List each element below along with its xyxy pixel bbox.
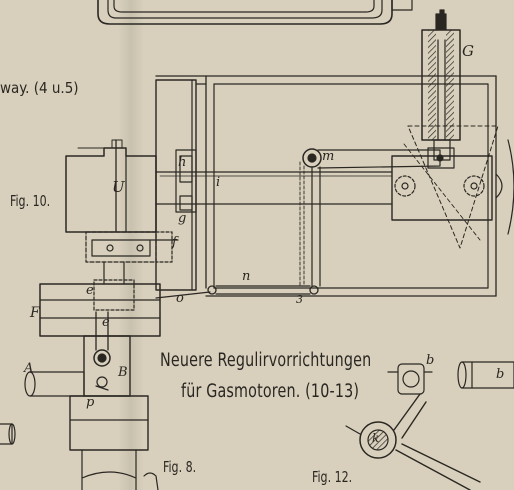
part-label-k: k — [372, 431, 380, 445]
part-label-U: U — [112, 178, 125, 196]
part-label-o: o — [176, 291, 184, 306]
part-label-3: 3 — [296, 293, 303, 306]
figure-label-8: Fig. 8. — [163, 458, 197, 476]
part-label-A: A — [24, 361, 34, 376]
part-label-i: i — [216, 175, 221, 190]
figure-label-12: Fig. 12. — [312, 468, 353, 486]
fragment-top-left: way. (4 u.5) — [0, 79, 79, 97]
part-label-f: f — [172, 235, 177, 250]
part-label-e-lower: e — [102, 315, 110, 330]
diagram-title-line1: Neuere Regulirvorrichtungen — [160, 350, 372, 371]
part-label-G: G — [462, 42, 474, 60]
part-label-F: F — [30, 305, 40, 321]
diagram-title-line2: für Gasmotoren. (10-13) — [181, 381, 360, 402]
part-label-b-upper: b — [426, 353, 435, 368]
part-label-b-right: b — [496, 367, 505, 382]
part-label-m: m — [322, 149, 335, 164]
part-label-h: h — [178, 155, 187, 170]
part-label-B: B — [118, 365, 128, 380]
part-label-e-upper: e — [86, 283, 94, 298]
part-label-n: n — [242, 269, 251, 284]
figure-label-10: Fig. 10. — [10, 192, 51, 210]
part-label-g: g — [178, 211, 187, 226]
part-label-p: p — [86, 395, 95, 410]
